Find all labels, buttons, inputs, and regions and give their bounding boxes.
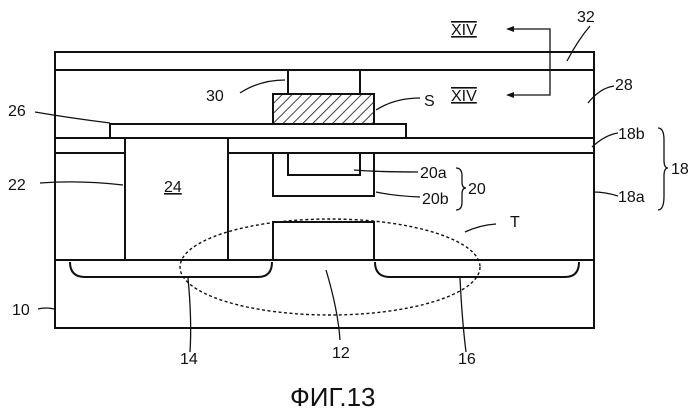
brace-18: [658, 128, 668, 210]
label-18a: 18a: [618, 189, 645, 206]
electrode-20a: [288, 153, 360, 175]
label-24: 24: [164, 179, 182, 196]
transistor-region-T: [180, 219, 480, 315]
label-S: S: [424, 93, 435, 110]
section-label-bottom: XIV: [451, 88, 477, 105]
label-16: 16: [458, 351, 476, 368]
leader-30: [240, 80, 285, 93]
arrow-head-top: [506, 26, 514, 32]
section-label-top: XIV: [451, 22, 477, 39]
label-14: 14: [180, 351, 198, 368]
leader-18b: [592, 133, 618, 147]
leader-12: [326, 270, 340, 340]
leader-32: [567, 26, 590, 61]
label-20a: 20a: [420, 165, 447, 182]
label-T: T: [510, 214, 520, 231]
leader-22: [40, 182, 123, 185]
layer-26: [110, 124, 406, 138]
leader-T: [465, 224, 496, 232]
diffusion-16: [375, 262, 579, 277]
label-22: 22: [8, 177, 26, 194]
label-10: 10: [12, 302, 30, 319]
label-28: 28: [615, 77, 633, 94]
leader-20b: [376, 192, 420, 197]
leader-S: [376, 98, 420, 110]
leader-26: [35, 112, 110, 123]
arrow-head-bottom: [506, 92, 514, 98]
element-S: [273, 94, 374, 124]
brace-20: [456, 168, 466, 210]
section-line: [512, 29, 550, 95]
plug-30: [288, 70, 360, 94]
label-12: 12: [332, 345, 350, 362]
label-20: 20: [468, 181, 486, 198]
label-32: 32: [577, 9, 595, 26]
leader-10: [38, 308, 54, 309]
figure-caption: ФИГ.13: [290, 382, 376, 412]
label-30: 30: [206, 88, 224, 105]
label-26: 26: [8, 103, 26, 120]
gate-12: [273, 222, 374, 260]
label-20b: 20b: [422, 191, 449, 208]
diffusion-14: [70, 262, 272, 277]
leader-14: [188, 278, 191, 352]
leader-28: [588, 86, 614, 103]
label-18b: 18b: [618, 126, 645, 143]
leader-18a: [594, 192, 618, 196]
leader-20a: [354, 170, 418, 172]
label-18: 18: [671, 161, 689, 178]
